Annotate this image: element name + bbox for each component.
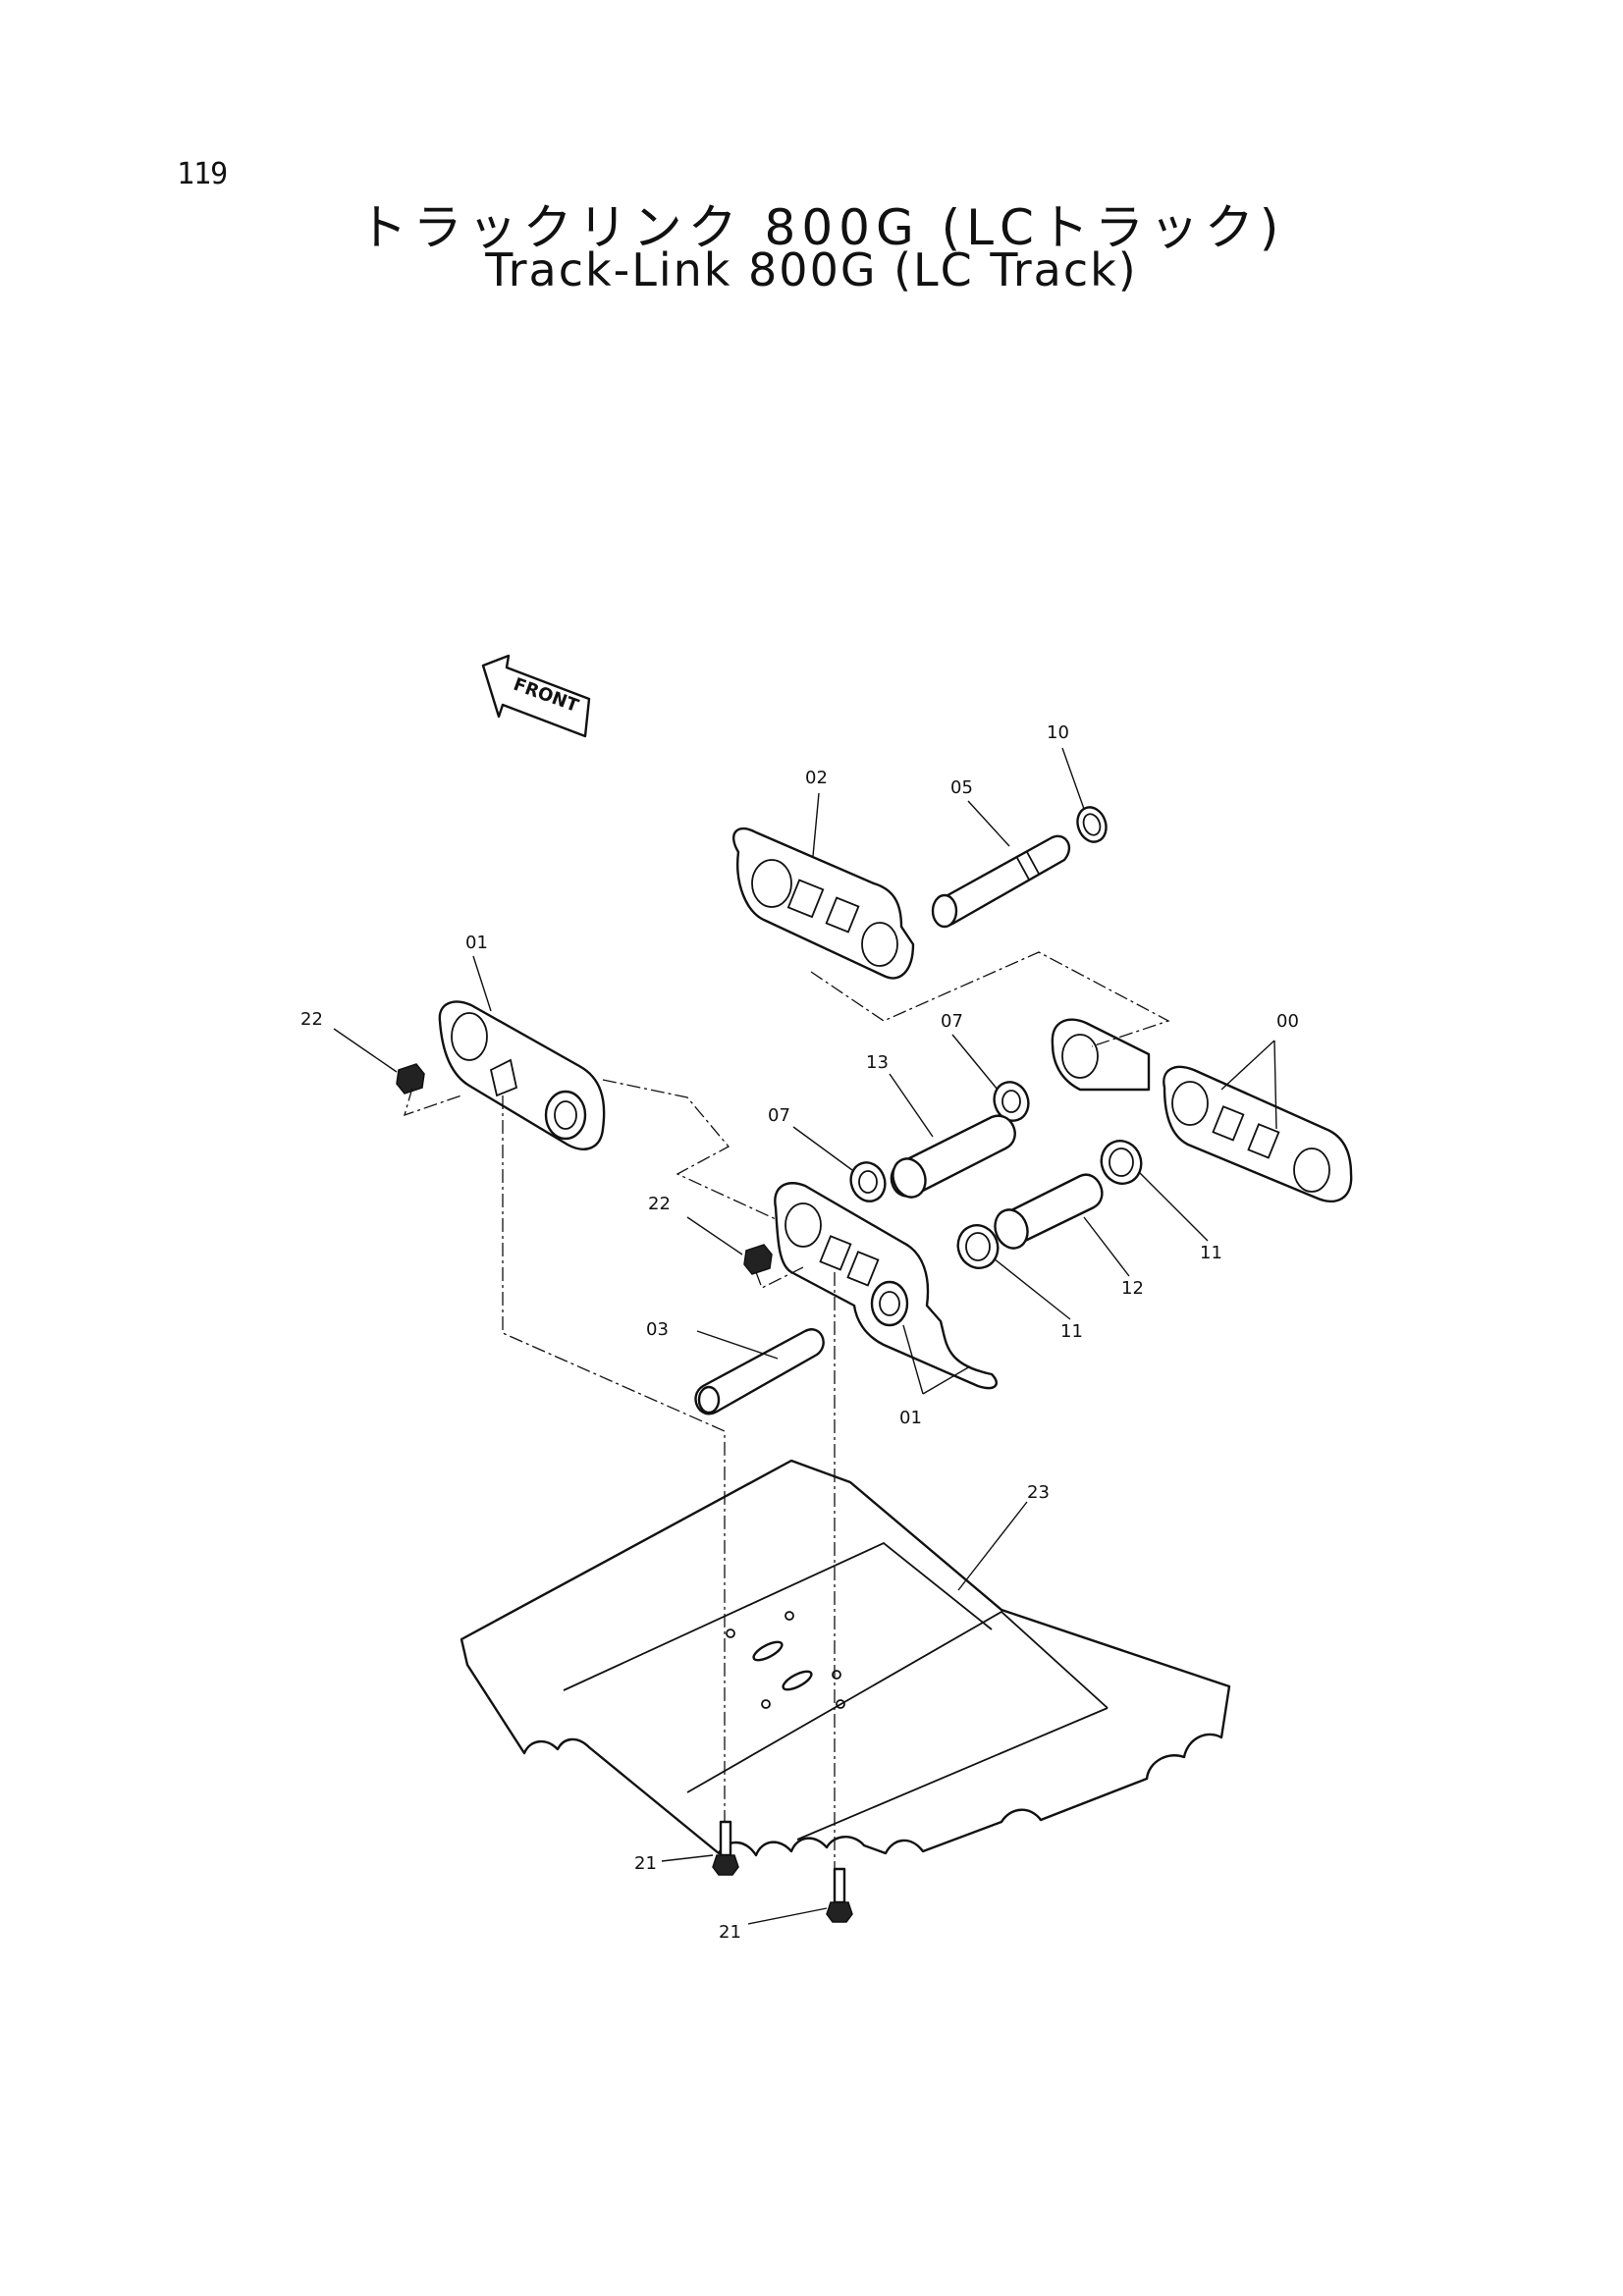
callout-23: 23 — [1027, 1482, 1050, 1503]
nut-part-22-lower — [743, 1244, 773, 1275]
seal-part-11-left — [956, 1224, 1000, 1269]
callout-11-right: 11 — [1200, 1243, 1222, 1263]
master-pin-part-05 — [931, 834, 1071, 929]
assembly-line — [404, 1087, 462, 1117]
callout-10: 10 — [1047, 722, 1069, 743]
callout-07-left: 07 — [768, 1105, 790, 1126]
bushing-part-13 — [890, 1114, 1016, 1199]
assembly-line — [502, 1095, 726, 1822]
pin-part-03 — [694, 1328, 825, 1415]
callout-11-left: 11 — [1060, 1321, 1083, 1342]
front-arrow-icon: FRONT — [481, 654, 591, 738]
bolt-part-21-left — [712, 1820, 739, 1876]
track-link-assembly-part-00 — [1051, 1018, 1353, 1202]
leader-lines — [333, 747, 1277, 1925]
bushing-part-12 — [994, 1173, 1104, 1250]
track-link-part-01-center — [774, 1182, 998, 1390]
callout-01-upper: 01 — [465, 933, 488, 953]
dust-seal-part-07-left — [849, 1161, 887, 1202]
bolt-part-21-right — [826, 1867, 853, 1923]
page-number: 119 — [177, 157, 228, 191]
callout-13: 13 — [866, 1052, 889, 1073]
callout-02: 02 — [805, 768, 828, 788]
track-link-part-01-left — [438, 1000, 606, 1150]
callout-01-lower: 01 — [899, 1408, 922, 1428]
assembly-line — [755, 1265, 806, 1289]
dust-seal-part-07-right — [993, 1081, 1030, 1122]
callout-03: 03 — [646, 1319, 669, 1340]
track-shoe-part-23 — [460, 1459, 1231, 1857]
callout-22-upper: 22 — [300, 1009, 323, 1030]
snap-ring-part-10 — [1076, 806, 1108, 843]
page-title-english: Track-Link 800G (LC Track) — [485, 243, 1138, 296]
callout-00: 00 — [1276, 1011, 1299, 1032]
callout-22-lower: 22 — [648, 1194, 671, 1214]
nut-part-22-upper — [396, 1063, 425, 1095]
seal-part-11-right — [1100, 1140, 1143, 1185]
track-link-part-02 — [732, 827, 915, 980]
assembly-line — [810, 951, 1170, 1047]
callout-07-right: 07 — [941, 1011, 963, 1032]
callout-21-left: 21 — [634, 1853, 657, 1874]
assembly-line — [602, 1079, 777, 1220]
callout-21-right: 21 — [719, 1922, 741, 1943]
callout-05: 05 — [950, 777, 973, 798]
callout-12: 12 — [1121, 1278, 1144, 1299]
page-title-japanese: トラックリンク 800G (LCトラック) — [357, 199, 1285, 256]
